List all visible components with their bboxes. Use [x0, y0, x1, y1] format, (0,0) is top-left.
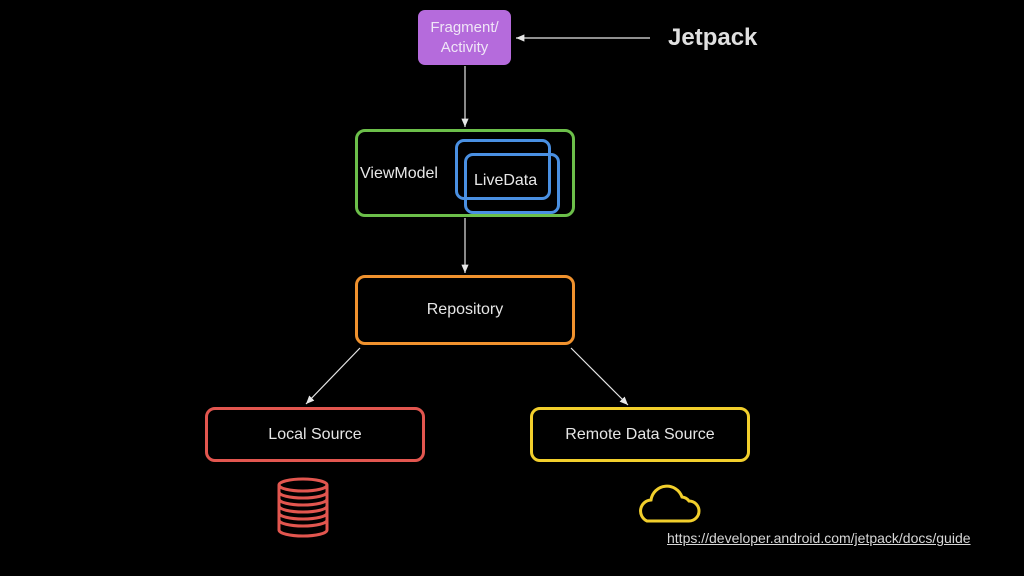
livedata-label: LiveData [474, 172, 538, 189]
livedata-node-front[interactable] [464, 153, 560, 214]
cloud-icon [639, 484, 701, 523]
fragment-activity-label: Fragment/ Activity [430, 18, 499, 56]
livedata-node-back [455, 139, 551, 200]
database-icon [277, 477, 329, 538]
edge-repository-remote [570, 347, 629, 406]
guide-link[interactable]: https://developer.android.com/jetpack/do… [667, 530, 971, 546]
edge-repository-local [305, 347, 361, 405]
viewmodel-label: ViewModel [360, 165, 438, 182]
jetpack-label: Jetpack [668, 24, 758, 51]
remote-source-node[interactable]: Remote Data Source [530, 407, 750, 462]
repository-node[interactable]: Repository [355, 275, 575, 345]
repository-label: Repository [426, 301, 504, 318]
viewmodel-node[interactable] [355, 129, 575, 217]
remote-source-label: Remote Data Source [565, 425, 715, 443]
local-source-label: Local Source [268, 425, 362, 443]
local-source-node[interactable]: Local Source [205, 407, 425, 462]
fragment-activity-node[interactable]: Fragment/ Activity [418, 10, 511, 65]
